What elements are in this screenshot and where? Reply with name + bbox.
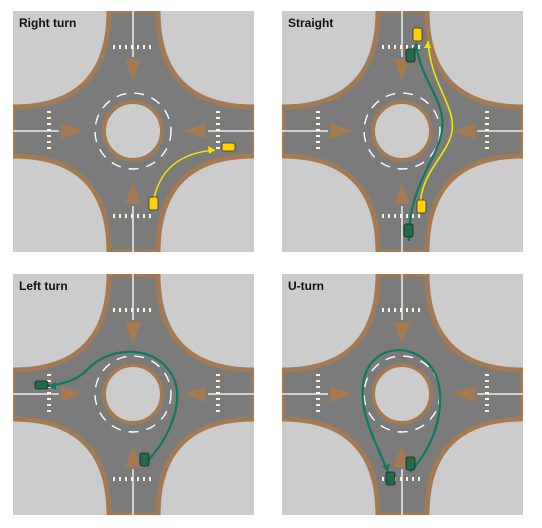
panel-left-turn: Left turn <box>13 274 254 515</box>
path-arrowhead <box>208 146 215 154</box>
panel-u-turn: U-turn <box>282 274 523 515</box>
car-green <box>405 48 416 63</box>
car-yellow <box>416 199 427 214</box>
right-turn-path <box>152 149 216 205</box>
u-turn-path <box>361 349 442 473</box>
panel-right-turn: Right turn <box>13 11 254 252</box>
car-green <box>139 452 150 467</box>
car-yellow <box>221 142 236 152</box>
car-green <box>34 380 49 390</box>
roundabout-diagram <box>13 11 254 252</box>
panel-straight: Straight <box>282 11 523 252</box>
panel-title: Right turn <box>19 16 77 30</box>
car-green <box>403 223 414 238</box>
panel-title: Straight <box>288 16 334 30</box>
left-turn-path <box>47 350 179 465</box>
car-yellow <box>412 27 423 42</box>
path-arrowhead <box>48 382 56 390</box>
straight-path-yellow <box>419 40 454 210</box>
panel-title: U-turn <box>288 279 324 293</box>
car-green <box>405 456 416 471</box>
straight-path-green <box>407 42 444 242</box>
roundabout-diagram <box>282 274 523 515</box>
panel-title: Left turn <box>19 279 68 293</box>
path-arrowhead <box>424 41 431 48</box>
roundabout-diagram <box>282 11 523 252</box>
car-green <box>385 471 396 486</box>
roundabout-diagram <box>13 274 254 515</box>
car-yellow <box>148 196 159 211</box>
path-arrowhead <box>382 464 390 472</box>
